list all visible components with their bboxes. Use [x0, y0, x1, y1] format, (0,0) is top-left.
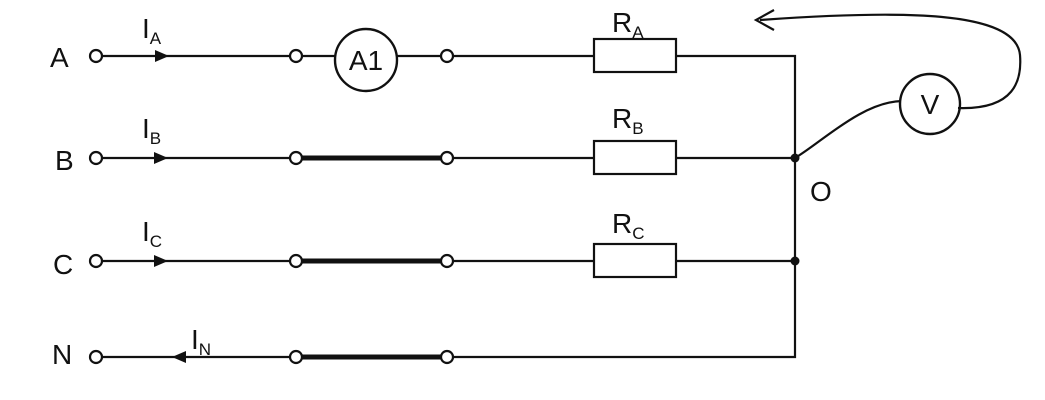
neutral-point-label: O	[810, 176, 832, 207]
line-a: A IA A1 RA	[50, 7, 797, 158]
ammeter-a1-label: A1	[349, 45, 383, 76]
terminal-a-2	[288, 48, 304, 64]
resistor-a-label: RA	[612, 7, 644, 42]
line-b: B IB RB	[55, 103, 795, 176]
terminal-b	[88, 150, 104, 166]
resistor-c	[592, 242, 678, 279]
voltmeter-probe-lead	[759, 13, 1022, 110]
terminal-a-3	[439, 48, 455, 64]
terminal-n-2	[288, 349, 304, 365]
current-n-arrow	[172, 351, 186, 363]
terminal-a	[88, 48, 104, 64]
junction-node-c	[790, 256, 800, 266]
resistor-a	[592, 37, 678, 74]
line-c-label: C	[53, 249, 73, 280]
current-b-label: IB	[142, 113, 161, 148]
line-a-to-neutral	[676, 54, 797, 158]
terminal-b-3	[439, 150, 455, 166]
line-n: N IN	[52, 158, 797, 370]
terminal-c	[88, 253, 104, 269]
line-a-label: A	[50, 42, 69, 73]
terminal-c-3	[439, 253, 455, 269]
current-b-arrow	[154, 152, 168, 164]
current-a-label: IA	[142, 13, 162, 48]
terminal-b-2	[288, 150, 304, 166]
line-n-label: N	[52, 339, 72, 370]
current-a-arrow	[155, 50, 169, 62]
voltmeter-label: V	[921, 89, 940, 120]
voltmeter	[898, 72, 962, 136]
current-c-label: IC	[142, 216, 162, 251]
terminal-n	[88, 349, 104, 365]
current-n-label: IN	[191, 324, 211, 359]
resistor-b	[592, 139, 678, 176]
current-c-arrow	[154, 255, 168, 267]
neutral-return-wire	[453, 158, 797, 359]
resistor-c-label: RC	[612, 208, 645, 243]
resistor-b-label: RB	[612, 103, 644, 138]
line-c: C IC RC	[53, 208, 795, 280]
terminal-n-3	[439, 349, 455, 365]
ammeter-a1	[333, 27, 399, 93]
terminal-c-2	[288, 253, 304, 269]
voltmeter-lead-node	[794, 99, 903, 159]
line-b-label: B	[55, 145, 74, 176]
probe-arrow-icon	[753, 9, 775, 31]
